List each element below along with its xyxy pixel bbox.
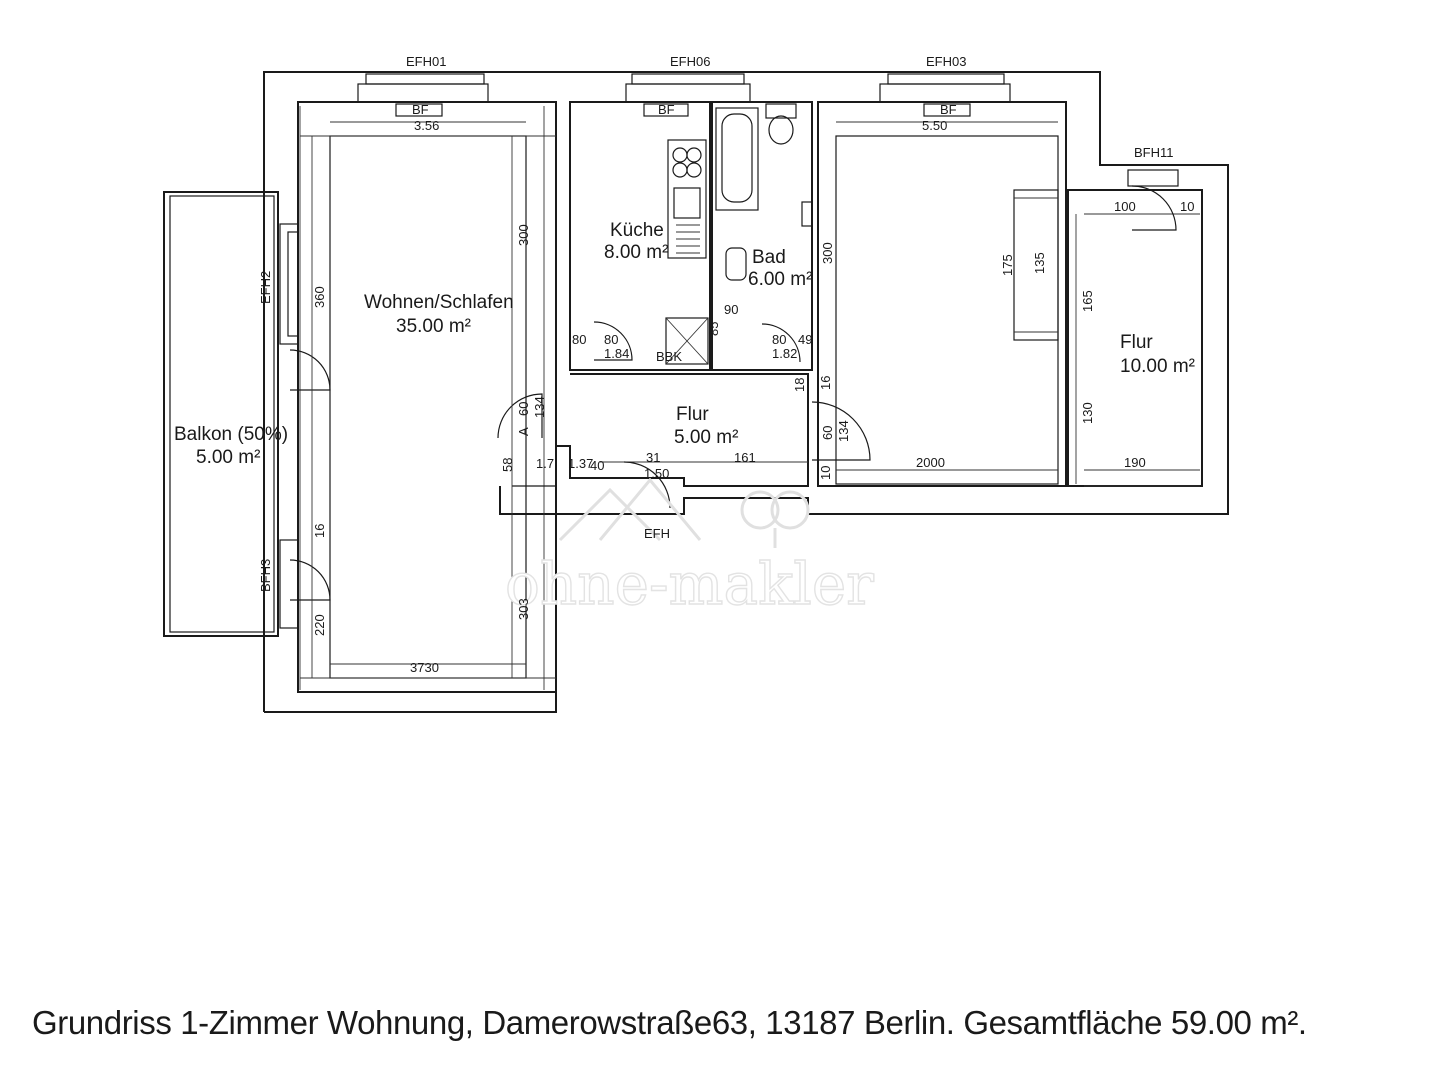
window-label-efh06: EFH06 [670, 54, 710, 69]
dim-100: 100 [1114, 199, 1136, 214]
dim-303: 303 [516, 598, 531, 620]
window-efh03 [879, 73, 1011, 117]
window-efh06 [625, 73, 751, 117]
dimension-lines [311, 121, 1200, 678]
plan-caption: Grundriss 1-Zimmer Wohnung, Damerowstraß… [32, 1004, 1307, 1041]
dim-190: 190 [1124, 455, 1146, 470]
dim-60-a: 60 [516, 402, 531, 416]
dim-58: 58 [500, 458, 515, 472]
room-name-flur-right: Flur [1120, 332, 1153, 353]
dim-1-50: 1.50 [644, 466, 669, 481]
window-label-efh2: EFH2 [258, 271, 273, 304]
dim-1-7: 1.7 [536, 456, 554, 471]
dim-80-a: 80 [572, 332, 586, 347]
label-bf-1: BF [412, 102, 429, 117]
dim-16-b: 16 [818, 376, 833, 390]
window-bfh3 [279, 539, 299, 629]
dim-90: 90 [724, 302, 738, 317]
room-area-flur-mid: 5.00 m² [674, 427, 738, 448]
dim-1-82: 1.82 [772, 346, 797, 361]
room-area-balkon: 5.00 m² [196, 447, 260, 468]
watermark-logo [558, 477, 810, 548]
dim-130: 130 [1080, 402, 1095, 424]
dim-18: 18 [792, 378, 807, 392]
dim-161: 161 [734, 450, 756, 465]
dim-80-c: 80 [772, 332, 786, 347]
doors [289, 185, 1177, 601]
dim-80-b: 80 [604, 332, 618, 347]
window-label-efh-bottom: EFH [644, 526, 670, 541]
window-label-efh01: EFH01 [406, 54, 446, 69]
dim-165: 165 [1080, 290, 1095, 312]
dim-3-56: 3.56 [414, 118, 439, 133]
dim-40: 40 [590, 458, 604, 473]
dim-60-b: 60 [820, 426, 835, 440]
dim-1-37: 1.37 [568, 456, 593, 471]
dim-1-84: 1.84 [604, 346, 629, 361]
dim-175: 175 [1000, 254, 1015, 276]
room-area-kueche: 8.00 m² [604, 242, 668, 263]
dim-3730: 3730 [410, 660, 439, 675]
dim-300-b: 300 [820, 242, 835, 264]
room-name-bad: Bad [752, 247, 786, 268]
dim-134-b: 134 [836, 420, 851, 442]
dim-300-a: 300 [516, 224, 531, 246]
watermark-text: ohne-makler [505, 550, 874, 618]
dim-10-a: 10 [1180, 199, 1194, 214]
balkon [163, 191, 279, 637]
room-right [817, 101, 1067, 487]
room-name-balkon: Balkon (50%) [174, 424, 288, 445]
label-a-mark: A [516, 427, 531, 436]
dim-2000: 2000 [916, 455, 945, 470]
label-bf-2: BF [658, 102, 675, 117]
room-name-flur-mid: Flur [676, 404, 709, 425]
room-wohnen-schlafen [297, 101, 557, 693]
dim-49: 49 [798, 332, 812, 347]
window-label-efh03: EFH03 [926, 54, 966, 69]
room-flur-mid [512, 373, 809, 487]
room-area-wohnen: 35.00 m² [396, 316, 471, 337]
dim-85: 85 [706, 322, 721, 336]
label-bf-3: BF [940, 102, 957, 117]
window-efh01 [357, 73, 489, 117]
dim-360: 360 [312, 286, 327, 308]
dim-10-b: 10 [818, 466, 833, 480]
room-name-kueche: Küche [610, 220, 664, 241]
window-label-bfh11: BFH11 [1134, 145, 1174, 160]
dim-16-a: 16 [312, 524, 327, 538]
dim-31: 31 [646, 450, 660, 465]
room-bad [711, 101, 813, 371]
dim-135: 135 [1032, 252, 1047, 274]
dim-220: 220 [312, 614, 327, 636]
dim-5-50: 5.50 [922, 118, 947, 133]
room-area-bad: 6.00 m² [748, 269, 812, 290]
window-efh2 [279, 223, 299, 345]
room-flur-right [1067, 169, 1203, 487]
window-label-bfh3: BFH3 [258, 559, 273, 592]
room-area-flur-right: 10.00 m² [1120, 356, 1195, 377]
room-name-wohnen: Wohnen/Schlafen [364, 292, 514, 313]
dim-134-a: 134 [532, 396, 547, 418]
label-bbk: BBK [656, 349, 682, 364]
